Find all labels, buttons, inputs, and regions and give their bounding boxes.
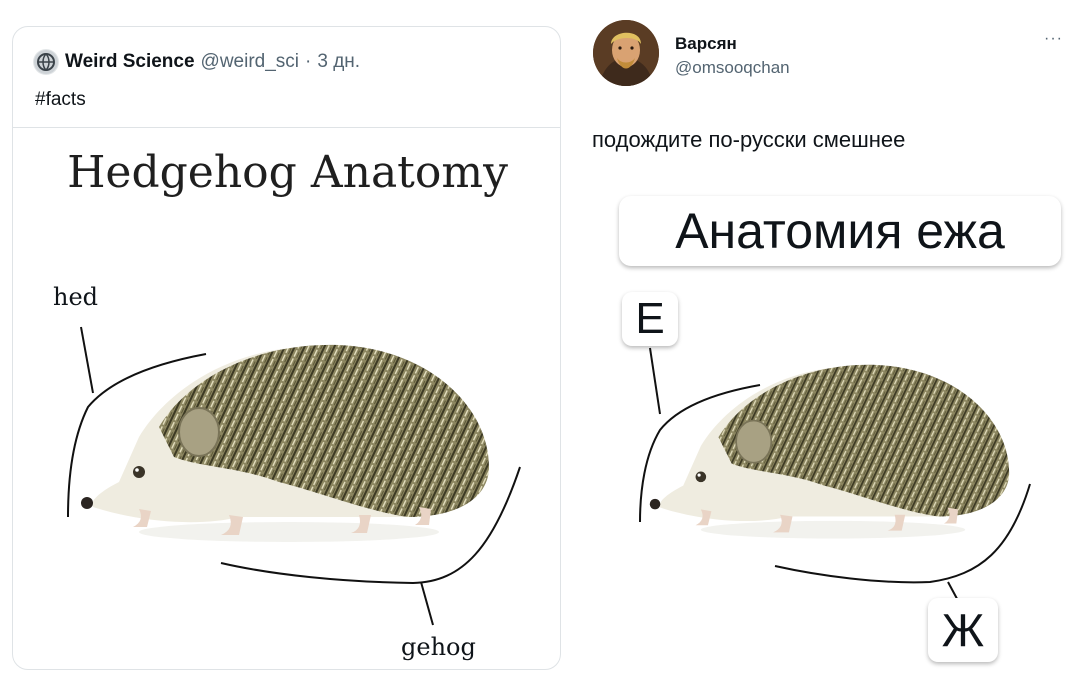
label-hed: hed — [53, 283, 99, 311]
hedgehog-illustration — [67, 326, 521, 626]
avatar[interactable] — [593, 20, 659, 86]
image-title-ru: Анатомия ежа — [619, 196, 1061, 266]
globe-avatar-icon[interactable] — [33, 49, 59, 75]
separator-dot: · — [305, 51, 312, 72]
author-handle[interactable]: @omsooqchan — [675, 58, 790, 77]
label-e: Е — [622, 292, 678, 346]
label-zh: Ж — [928, 598, 998, 662]
image-title: Hedgehog Anatomy — [67, 147, 508, 198]
hashtag-link[interactable]: #facts — [35, 89, 86, 110]
divider — [13, 127, 560, 128]
tweet-text: подождите по-русски смешнее — [592, 127, 906, 152]
label-gehog: gehog — [401, 633, 476, 661]
quoted-timestamp[interactable]: 3 дн. — [317, 51, 361, 72]
author-name[interactable]: Варсян — [675, 34, 737, 53]
quoted-author-name[interactable]: Weird Science — [65, 51, 195, 72]
more-icon[interactable]: ··· — [1044, 30, 1063, 47]
quoted-author-handle[interactable]: @weird_sci — [200, 51, 300, 72]
quoted-tweet-header: Weird Science @weird_sci · 3 дн. — [33, 49, 360, 75]
quoted-tweet-card[interactable]: Weird Science @weird_sci · 3 дн. #facts … — [12, 26, 561, 670]
